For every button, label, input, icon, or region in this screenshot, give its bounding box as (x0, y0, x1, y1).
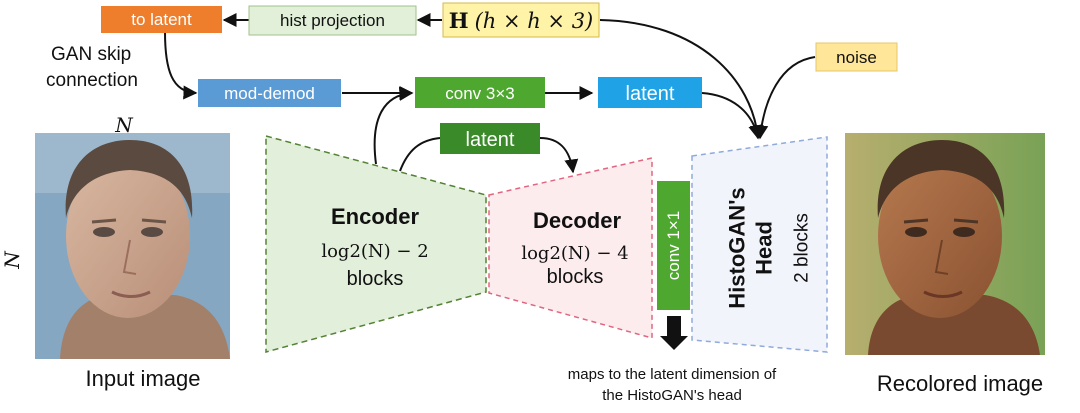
conv1-label: conv 1×1 (664, 211, 683, 280)
mod-demod-box: mod-demod (198, 79, 341, 107)
decoder-unit: blocks (547, 266, 604, 288)
conv1-box: conv 1×1 (657, 181, 690, 310)
decoder-title: Decoder (533, 208, 621, 233)
width-label: N (114, 113, 134, 137)
latent-mid-box: latent (440, 123, 540, 154)
latent-top-label: latent (626, 83, 675, 105)
histogram-label: H(h × h × 3) (449, 8, 594, 33)
arrow-latent-to-head (701, 92, 763, 140)
arrow-encoder-to-conv (373, 86, 414, 165)
decoder-block: Decoder log2(N) − 4 blocks (488, 157, 653, 339)
arrow-encoder-to-latent-mid (399, 137, 441, 172)
mod-demod-label: mod-demod (224, 84, 315, 103)
output-caption: Recolored image (877, 371, 1043, 396)
to-latent-box: to latent (101, 6, 222, 33)
encoder-block: Encoder log2(N) − 2 blocks (265, 135, 487, 353)
encoder-formula: log2(N) − 2 (321, 241, 428, 262)
arrow-histogram-to-head (599, 19, 764, 140)
decoder-formula: log2(N) − 4 (521, 243, 628, 264)
conv3-box: conv 3×3 (415, 77, 545, 108)
hist-projection-label: hist projection (280, 11, 385, 30)
latent-mid-label: latent (466, 129, 515, 151)
hist-projection-box: hist projection (248, 5, 417, 36)
histogan-head-block: HistoGAN's Head 2 blocks (691, 136, 828, 353)
head-title-line2: Head (752, 221, 777, 275)
note-line1: maps to the latent dimension of (568, 366, 777, 383)
noise-box: noise (815, 42, 898, 72)
latent-top-box: latent (598, 77, 702, 108)
head-title-line1: HistoGAN's (725, 187, 750, 308)
head-blocks: 2 blocks (792, 213, 813, 283)
arrow-latent-mid-to-decoder (539, 137, 579, 174)
conv3-label: conv 3×3 (445, 84, 514, 103)
note-line2: the HistoGAN's head (602, 387, 742, 404)
histogram-box: H(h × h × 3) (442, 2, 600, 38)
to-latent-label: to latent (131, 10, 192, 29)
encoder-unit: blocks (347, 268, 404, 290)
height-label: N (0, 250, 24, 270)
encoder-title: Encoder (331, 204, 419, 229)
input-caption: Input image (86, 366, 201, 391)
arrow-latent-to-moddemod (164, 31, 198, 100)
recolored-face-image (845, 133, 1045, 355)
input-face-image (35, 133, 230, 359)
down-arrow-icon (660, 316, 688, 350)
connectors (164, 13, 816, 174)
noise-label: noise (836, 48, 877, 67)
skip-label-line2: connection (46, 70, 138, 91)
arrow-noise-to-head (754, 56, 816, 140)
skip-label-line1: GAN skip (51, 44, 131, 65)
